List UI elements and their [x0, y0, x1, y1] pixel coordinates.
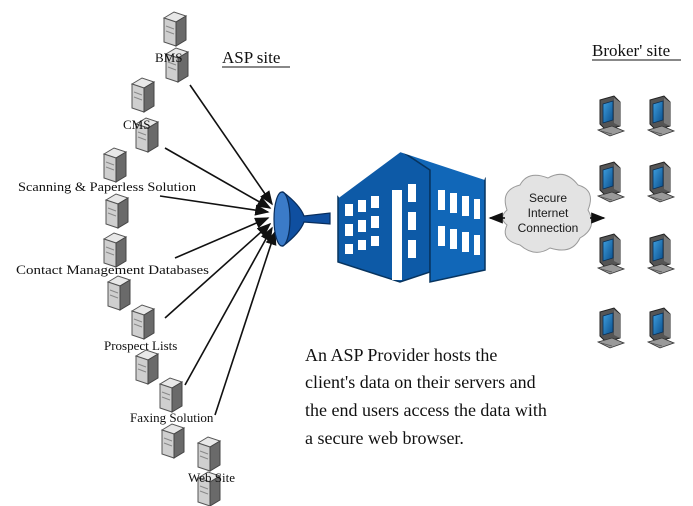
workstation-icon [597, 233, 625, 275]
source-label: Prospect Lists [104, 338, 177, 353]
server-tower-icon [135, 349, 159, 385]
description-line: client's data on their servers and [305, 372, 536, 392]
source-prospect-lists: Prospect Lists [104, 304, 177, 385]
source-label: Contact Management Databases [16, 262, 209, 277]
description-line: An ASP Provider hosts the [305, 345, 497, 365]
asp-site-title: ASP site [222, 48, 280, 67]
server-tower-icon [103, 147, 127, 183]
source-cms: CMS [123, 77, 159, 153]
cloud-line: Connection [518, 221, 579, 235]
funnel-icon [273, 191, 331, 247]
source-web-site: Web Site [188, 436, 235, 506]
workstation-icon [647, 233, 675, 275]
description-text: An ASP Provider hosts the client's data … [305, 345, 547, 448]
office-building-icon [336, 147, 486, 283]
source-scanning: Scanning & Paperless Solution [18, 147, 197, 229]
server-tower-icon [159, 377, 183, 413]
workstation-icon [597, 161, 625, 203]
source-arrows [159, 84, 277, 416]
source-label: Scanning & Paperless Solution [18, 179, 197, 194]
broker-site-title: Broker' site [592, 41, 670, 60]
source-label: BMS [155, 50, 182, 65]
workstation-icon [597, 95, 625, 137]
secure-connection-cloud: Secure Internet Connection [502, 173, 593, 253]
workstation-icon [597, 307, 625, 349]
server-tower-icon [163, 11, 187, 47]
cloud-line: Internet [528, 206, 569, 220]
broker-workstations [597, 95, 675, 349]
description-line: the end users access the data with [305, 400, 547, 420]
workstation-icon [647, 95, 675, 137]
cloud-line: Secure [529, 191, 567, 205]
source-label: CMS [123, 117, 150, 132]
workstation-icon [647, 307, 675, 349]
server-tower-icon [197, 436, 221, 472]
server-tower-icon [131, 304, 155, 340]
source-label: Faxing Solution [130, 410, 214, 425]
workstation-icon [647, 161, 675, 203]
source-bms: BMS [155, 11, 189, 83]
source-contact-management: Contact Management Databases [16, 232, 209, 311]
server-tower-icon [131, 77, 155, 113]
server-tower-icon [107, 275, 131, 311]
description-line: a secure web browser. [305, 428, 464, 448]
source-faxing: Faxing Solution [130, 377, 214, 459]
server-tower-icon [161, 423, 185, 459]
source-label: Web Site [188, 470, 235, 485]
server-tower-icon [105, 193, 129, 229]
